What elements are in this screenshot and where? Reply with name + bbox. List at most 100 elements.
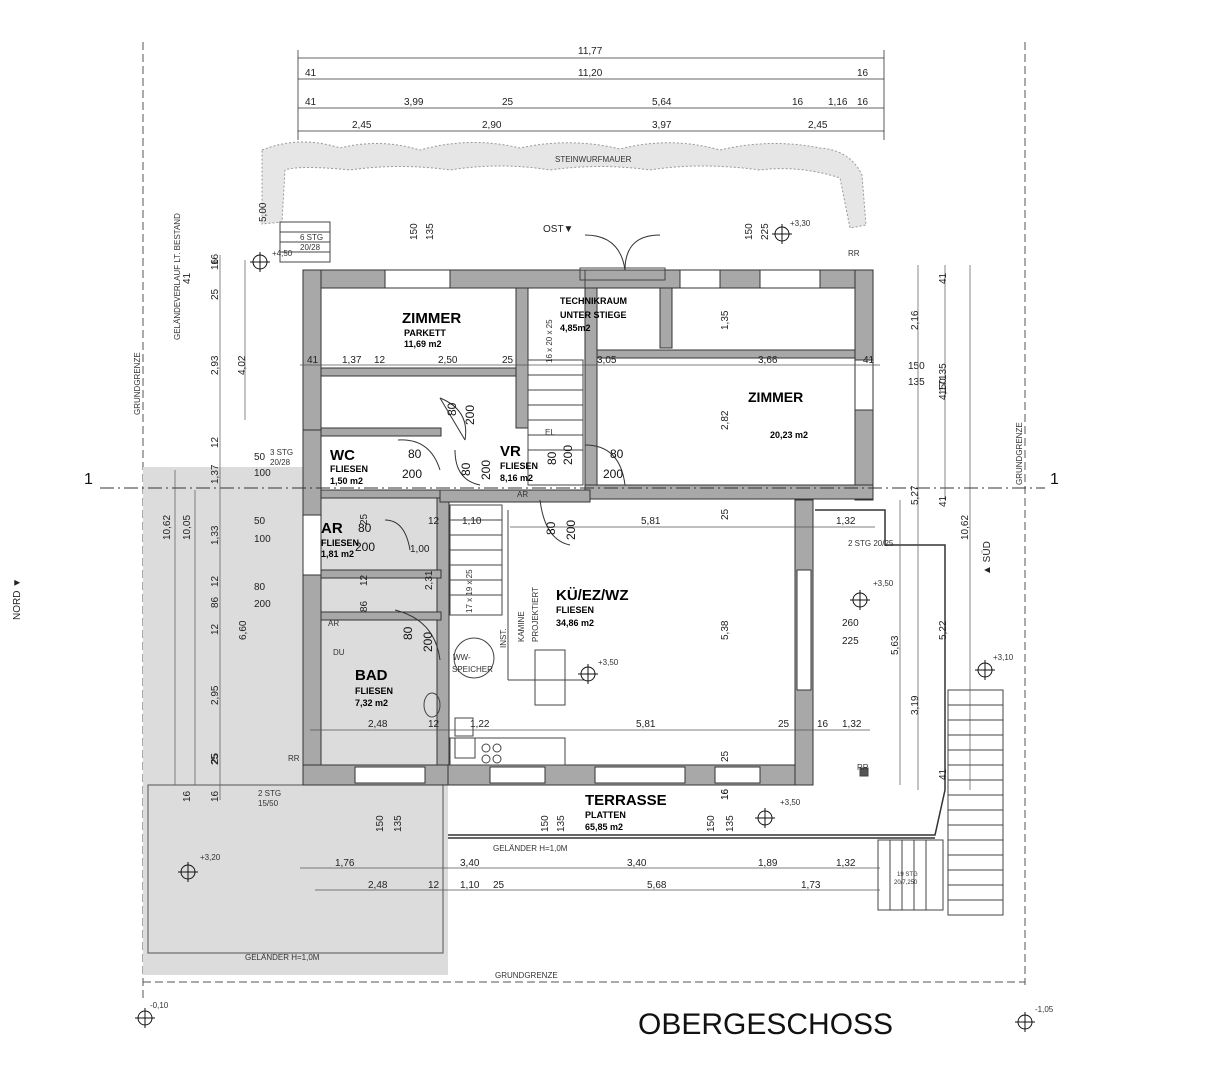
dim-bottom-r2-1: 12 [428, 880, 440, 891]
dim-top-r3-b: 3,99 [404, 97, 424, 108]
east-label: OST▼ [543, 224, 573, 235]
room-zimmer-a: ZIMMER PARKETT 11,69 m2 [402, 310, 461, 349]
boundary-label-bottom: GRUNDGRENZE [495, 971, 558, 980]
door-label-6: 80 [545, 451, 559, 465]
stone-wall-hatch [261, 141, 867, 229]
svg-text:ZIMMER: ZIMMER [748, 389, 803, 405]
svg-text:KÜ/EZ/WZ: KÜ/EZ/WZ [556, 587, 629, 604]
dim-d-1: 2,31 [424, 570, 435, 590]
door-label-13: 200 [355, 540, 375, 554]
door-label-8: 80 [610, 447, 624, 461]
dim-a-7: 41 [863, 355, 875, 366]
dim-right-5: 10,62 [960, 515, 971, 540]
room-ar: AR FLIESEN 1,81 m2 [321, 520, 359, 559]
stair-label-2-c: 2 STG 20/25 [848, 539, 894, 548]
dim-f-4: 50 [254, 452, 266, 463]
door-label-15: 200 [421, 632, 435, 652]
dim-f-5: 100 [254, 468, 271, 479]
rr-label-1: RR [848, 249, 860, 258]
svg-text:TECHNIKRAUM: TECHNIKRAUM [560, 296, 627, 306]
dim-e-0: 150 [409, 223, 420, 240]
svg-text:4,85m2: 4,85m2 [560, 323, 591, 333]
svg-text:FLIESEN: FLIESEN [500, 461, 538, 471]
dim-top-r2-a: 41 [305, 68, 317, 79]
dim-top-r2-b: 11,20 [578, 68, 603, 79]
room-zimmer-b: ZIMMER 20,23 m2 [748, 389, 808, 440]
stair-label-6-a: 6 STG [300, 233, 323, 242]
stair-label-3-b: 20/28 [270, 458, 291, 467]
door-label-7: 200 [561, 445, 575, 465]
door-label-0: 80 [408, 447, 422, 461]
dim-bottom-r1-1: 3,40 [460, 858, 480, 869]
dim-bottom-r2-4: 5,68 [647, 880, 667, 891]
dim-top-r3-c: 25 [502, 97, 514, 108]
north-label: NORD ▼ [12, 578, 23, 620]
dim-e-10: 25 [720, 750, 731, 762]
dim-bottom-v-0: 150 [375, 815, 386, 832]
svg-text:PARKETT: PARKETT [404, 328, 446, 338]
dim-f-0: 260 [842, 618, 859, 629]
boundary-label-right: GRUNDGRENZE [1015, 422, 1024, 485]
dim-top-r3-e: 16 [792, 97, 804, 108]
door-swings [384, 234, 661, 661]
svg-text:65,85 m2: 65,85 m2 [585, 822, 623, 832]
svg-text:WC: WC [330, 447, 355, 464]
dim-left-outer-1: 10,05 [182, 515, 193, 540]
dim-f-3: 135 [908, 377, 925, 388]
level-l3: +3,50 [873, 579, 894, 588]
dim-c-1: 12 [428, 719, 440, 730]
door-label-12: 80 [358, 521, 372, 535]
level-l8: -0,10 [150, 1001, 169, 1010]
stair-label-2-b: 15/50 [258, 799, 279, 808]
dim-right-11: 41 [938, 768, 949, 780]
el-label: EL [545, 428, 555, 437]
axis-mark-right: 1 [1050, 471, 1059, 488]
svg-text:FLIESEN: FLIESEN [321, 538, 359, 548]
dim-right-10: 5,22 [938, 620, 949, 640]
door-label-11: 200 [564, 520, 578, 540]
dim-bottom-r1-4: 1,32 [836, 858, 856, 869]
door-label-4: 80 [459, 462, 473, 476]
room-bad: BAD FLIESEN 7,32 m2 [355, 667, 393, 708]
railing-left-label: GELÄNDER H=1,0M [245, 953, 320, 962]
stair-label-2-a: 2 STG [258, 789, 281, 798]
svg-text:FLIESEN: FLIESEN [355, 686, 393, 696]
dim-left-mid2-0: 25 [210, 752, 221, 764]
water-heater-label-1: WW- [453, 653, 471, 662]
dim-f-9: 200 [254, 599, 271, 610]
dim-right-0: 41 [938, 272, 949, 284]
dim-top-r4-a: 2,45 [352, 120, 372, 131]
dim-left-mid-7: 1,33 [210, 525, 221, 545]
svg-text:20,23 m2: 20,23 m2 [770, 430, 808, 440]
dim-bottom-r2-0: 2,48 [368, 880, 388, 891]
door-label-14: 80 [401, 626, 415, 640]
dim-left-mid-6: 1,37 [210, 464, 221, 484]
svg-text:UNTER STIEGE: UNTER STIEGE [560, 310, 627, 320]
dim-top-r4-d: 2,45 [808, 120, 828, 131]
installation-label: INST. [499, 628, 508, 648]
stair-label-19-a: 19 STG [897, 872, 918, 878]
stone-wall-label: STEINWURFMAUER [555, 155, 632, 164]
rr-label-3: RR [857, 763, 869, 772]
dim-bottom-r1-0: 1,76 [335, 858, 355, 869]
dim-bottom-v-2: 150 [540, 815, 551, 832]
stairs [279, 221, 1004, 916]
drawing-title: OBERGESCHOSS [638, 1008, 893, 1041]
svg-text:8,16 m2: 8,16 m2 [500, 473, 533, 483]
ar-small-label-1: AR [517, 490, 528, 499]
chimney-label-1: KAMINE [517, 611, 526, 642]
dim-top-r3-d: 5,64 [652, 97, 672, 108]
dim-a-1: 1,37 [342, 355, 362, 366]
dim-left-mid2-1: 16 [210, 258, 221, 270]
dim-bottom-v-1: 135 [393, 815, 404, 832]
terrace-outline [448, 509, 946, 839]
svg-text:1,81 m2: 1,81 m2 [321, 549, 354, 559]
door-label-2: 80 [445, 402, 459, 416]
svg-text:PLATTEN: PLATTEN [585, 810, 626, 820]
level-l9: -1,05 [1035, 1005, 1054, 1014]
dim-c-2: 1,22 [470, 719, 490, 730]
boundary-label-left: GRUNDGRENZE [133, 352, 142, 415]
dim-bottom-r2-3: 25 [493, 880, 505, 891]
dim-left-mid-0: 41 [182, 272, 193, 284]
